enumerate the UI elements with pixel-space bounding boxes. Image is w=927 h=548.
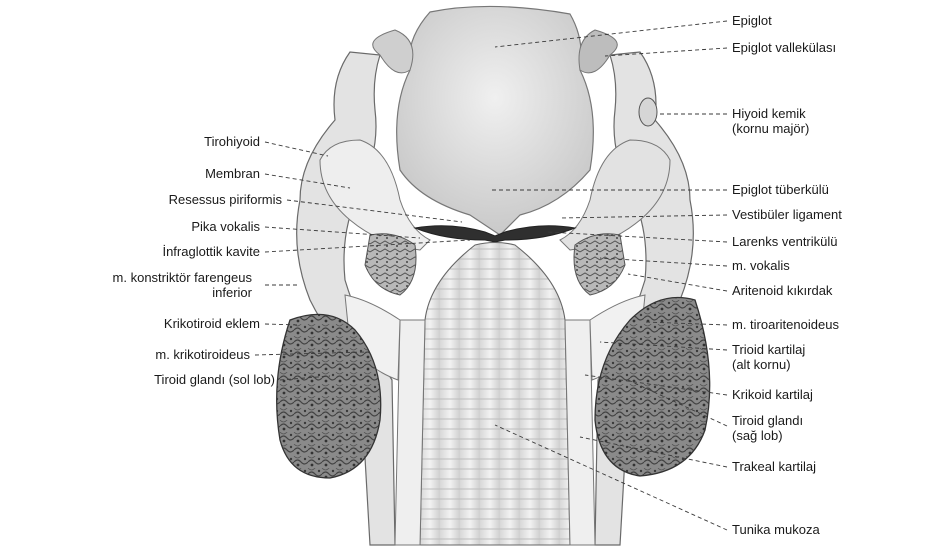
- label-pika-vokalis: Pika vokalis: [191, 219, 260, 234]
- leader-m-krikotiroideus: [255, 352, 365, 355]
- label-infraglottik-kavite: İnfraglottik kavite: [162, 244, 260, 259]
- label-tiroid-glandi-sag: Tiroid glandı: [732, 413, 803, 428]
- leader-vestibuler: [560, 215, 727, 218]
- leader-pika: [265, 227, 420, 238]
- label-krikotiroid-eklem: Krikotiroid eklem: [164, 316, 260, 331]
- label-epiglot-vallekulasi: Epiglot vallekülası: [732, 40, 836, 55]
- label-larenks-ventrikulu: Larenks ventrikülü: [732, 234, 838, 249]
- label-m-vokalis: m. vokalis: [732, 258, 790, 273]
- leader-larenks-ventrikulu: [548, 232, 727, 242]
- label-trioid-kartilaj: Trioid kartilaj: [732, 342, 805, 357]
- label-epiglot: Epiglot: [732, 13, 772, 28]
- label-m-krikotiroideus: m. krikotiroideus: [155, 347, 250, 362]
- label-hiyoid-kornu: (kornu majör): [732, 121, 809, 136]
- leader-epiglot-vallekulasi: [605, 48, 727, 56]
- label-tiroid-glandi-sol: Tiroid glandı (sol lob): [154, 372, 275, 387]
- leader-membran: [265, 174, 350, 188]
- label-tirohiyoid: Tirohiyoid: [204, 134, 260, 149]
- label-m-konstriktor: m. konstriktör farengeus: [113, 270, 252, 285]
- label-membran: Membran: [205, 166, 260, 181]
- leader-epiglot: [495, 21, 727, 47]
- label-krikoid-kartilaj: Krikoid kartilaj: [732, 387, 813, 402]
- label-trioid-alt-kornu: (alt kornu): [732, 357, 791, 372]
- leader-m-vokalis: [600, 258, 727, 266]
- label-aritenoid-kikirdak: Aritenoid kıkırdak: [732, 283, 832, 298]
- leader-resessus: [287, 200, 462, 222]
- leader-krikoid: [585, 375, 727, 395]
- label-hiyoid-kemik: Hiyoid kemik: [732, 106, 806, 121]
- leader-tunika: [495, 425, 727, 530]
- leader-infraglottik: [265, 240, 470, 252]
- label-m-konstriktor-inferior: inferior: [212, 285, 252, 300]
- label-trakeal-kartilaj: Trakeal kartilaj: [732, 459, 816, 474]
- label-m-tiroaritenoideus: m. tiroaritenoideus: [732, 317, 839, 332]
- leader-tiroid-sol: [280, 376, 330, 380]
- label-tunika-mukoza: Tunika mukoza: [732, 522, 820, 537]
- label-resessus-piriformis: Resessus piriformis: [169, 192, 282, 207]
- leader-aritenoid: [628, 274, 727, 291]
- label-tiroid-sag-lob: (sağ lob): [732, 428, 783, 443]
- leader-m-tiroaritenoideus: [645, 322, 727, 325]
- leader-tirohiyoid: [265, 142, 328, 156]
- label-epiglot-tuberkulu: Epiglot tüberkülü: [732, 182, 829, 197]
- leader-krikotiroid-eklem: [265, 324, 300, 325]
- leader-trakeal: [580, 437, 727, 467]
- leader-tiroid-sag: [628, 380, 727, 426]
- label-vestibuler-ligament: Vestibüler ligament: [732, 207, 842, 222]
- leader-trioid: [600, 342, 727, 350]
